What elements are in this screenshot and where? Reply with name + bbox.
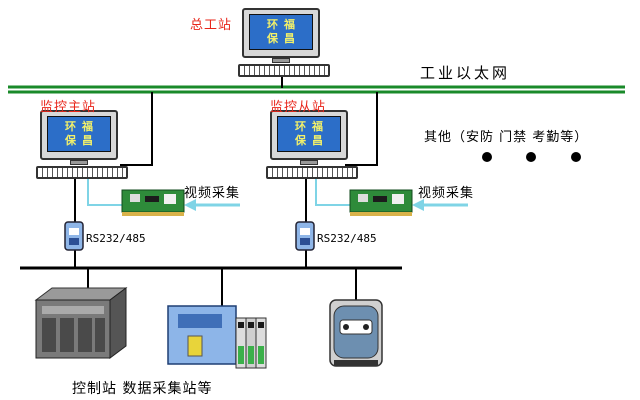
keyboard — [266, 166, 358, 179]
link-bus-to-slave — [345, 92, 378, 166]
video-card-icon — [349, 189, 413, 216]
computer-icon: 环福 保昌 — [40, 110, 118, 160]
others-label: 其他（安防 门禁 考勤等） — [424, 130, 589, 145]
rs-label-1: RS232/485 — [86, 232, 146, 245]
dot-icon — [571, 152, 581, 162]
monitor-slave-label: 监控从站 — [270, 100, 327, 115]
serial-converter-icon — [295, 221, 315, 251]
screen-text-line-1: 环福 — [295, 120, 329, 133]
keyboard — [36, 166, 128, 179]
video-capture-label-2: 视频采集 — [418, 186, 475, 201]
bottom-caption: 控制站 数据采集站等 — [72, 381, 213, 397]
rs-label-2: RS232/485 — [317, 232, 377, 245]
monitor-main-label: 监控主站 — [40, 100, 97, 115]
monitor-screen: 环福 保昌 — [47, 116, 111, 152]
screen-text-line-2: 保昌 — [267, 32, 301, 45]
dot-icon — [526, 152, 536, 162]
monitor-stand — [272, 58, 290, 63]
screen-text-line-1: 环福 — [65, 120, 99, 133]
computer-icon: 环福 保昌 — [270, 110, 348, 160]
monitor-stand — [300, 160, 318, 165]
link-bus-to-main — [120, 92, 153, 166]
ethernet-label: 工业以太网 — [420, 64, 511, 82]
serial-converter-icon — [64, 221, 84, 251]
controller-icon — [329, 299, 383, 367]
screen-text-line-2: 保昌 — [65, 134, 99, 147]
screen-text-line-2: 保昌 — [295, 134, 329, 147]
plc-icon — [34, 287, 128, 359]
video-card-icon — [121, 189, 185, 216]
ethernet-bus — [8, 85, 625, 94]
keyboard — [238, 64, 330, 77]
screen-text-line-1: 环福 — [267, 18, 301, 31]
monitor-screen: 环福 保昌 — [249, 14, 313, 50]
computer-icon: 环福 保昌 — [242, 8, 320, 58]
cable-main-to-card — [87, 175, 124, 206]
monitor-screen: 环福 保昌 — [277, 116, 341, 152]
video-input-arrow-1 — [184, 199, 240, 211]
master-station-label: 总工站 — [190, 18, 233, 33]
dot-icon — [482, 152, 492, 162]
monitor-stand — [70, 160, 88, 165]
cable-slave-to-card — [315, 175, 352, 206]
video-input-arrow-2 — [412, 199, 468, 211]
video-capture-label-1: 视频采集 — [184, 186, 241, 201]
io-rack-icon — [167, 305, 267, 369]
